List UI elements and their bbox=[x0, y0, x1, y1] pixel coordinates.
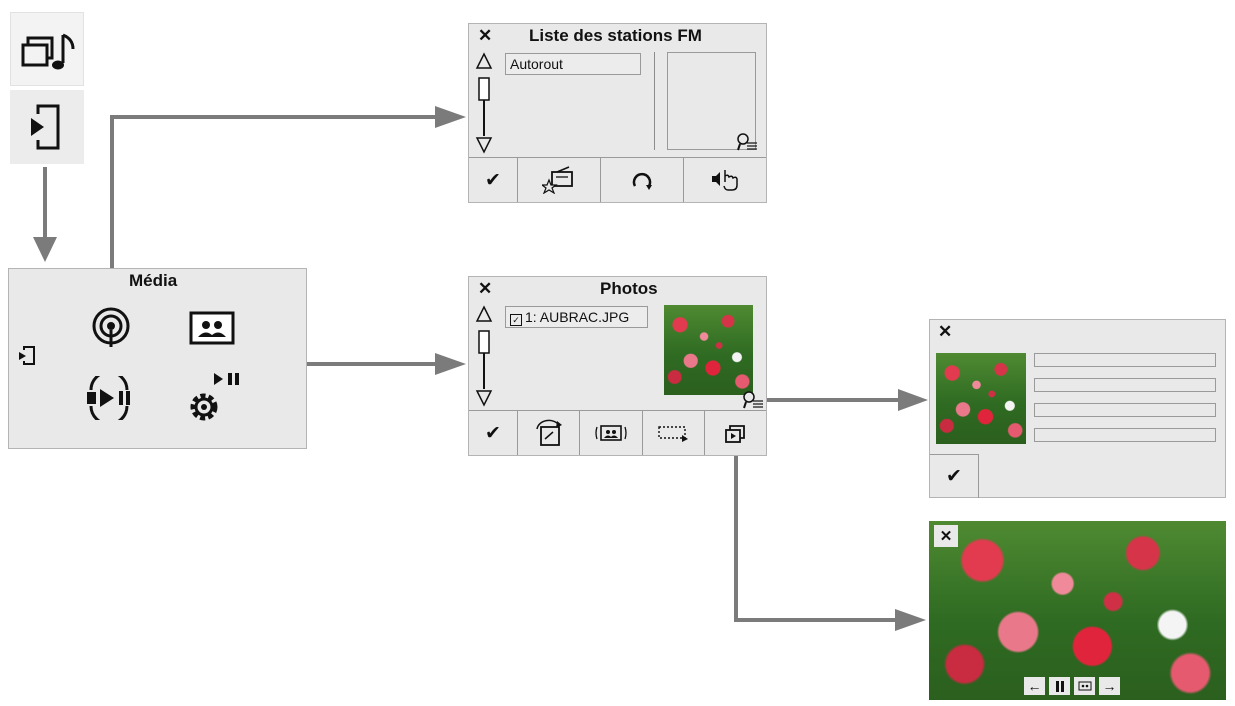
media-music-icon bbox=[21, 33, 75, 70]
radio-broadcast-icon[interactable] bbox=[89, 305, 133, 349]
pause-button[interactable] bbox=[1049, 677, 1070, 695]
previous-button[interactable]: ← bbox=[1024, 677, 1045, 695]
photo-view-button[interactable] bbox=[580, 411, 643, 455]
close-icon[interactable]: ✕ bbox=[938, 322, 953, 341]
input-source-icon[interactable] bbox=[15, 345, 37, 367]
photo-view-icon bbox=[1078, 681, 1091, 691]
close-icon[interactable]: ✕ bbox=[478, 26, 493, 45]
close-icon: ✕ bbox=[939, 528, 953, 545]
fm-station-list-panel: ✕ Liste des stations FM Autorout ✔ bbox=[468, 23, 767, 203]
station-info-box bbox=[667, 52, 759, 153]
photo-thumbnail[interactable] bbox=[664, 305, 753, 395]
photos-toolbar: ✔ bbox=[469, 410, 766, 455]
slideshow-icon bbox=[725, 425, 746, 443]
photo-file-item[interactable]: ✓1: AUBRAC.JPG bbox=[505, 306, 648, 328]
photo-details-thumbnail bbox=[936, 353, 1026, 444]
media-menu-title: Média bbox=[129, 271, 178, 290]
rotate-photo-button[interactable] bbox=[518, 411, 581, 455]
photos-panel: ✕ Photos ✓1: AUBRAC.JPG ✔ bbox=[468, 276, 767, 456]
photos-icon[interactable] bbox=[189, 311, 235, 345]
station-list-item[interactable]: Autorout bbox=[505, 53, 641, 75]
zoom-info-icon[interactable] bbox=[741, 389, 765, 411]
checkmark-icon: ✔ bbox=[485, 169, 501, 191]
photo-view-button[interactable] bbox=[1074, 677, 1095, 695]
refresh-button[interactable] bbox=[601, 158, 684, 202]
photo-file-name: 1: AUBRAC.JPG bbox=[525, 309, 630, 325]
zoom-info-icon[interactable] bbox=[735, 131, 759, 153]
confirm-button[interactable]: ✔ bbox=[930, 454, 979, 498]
rotate-photo-icon bbox=[535, 419, 562, 446]
select-area-icon bbox=[658, 426, 689, 442]
media-menu-panel: Média bbox=[8, 268, 307, 449]
pause-icon bbox=[1055, 680, 1064, 692]
list-divider bbox=[654, 52, 655, 150]
confirm-button[interactable]: ✔ bbox=[469, 411, 518, 455]
slideshow-controls: ← → bbox=[1024, 677, 1120, 695]
slideshow-view: ✕ ← → bbox=[929, 521, 1226, 700]
checkmark-icon: ✔ bbox=[485, 422, 501, 444]
detail-line bbox=[1034, 403, 1216, 417]
settings-play-pause-icon[interactable] bbox=[187, 369, 243, 425]
radio-favorite-icon bbox=[542, 166, 573, 194]
fm-toolbar: ✔ bbox=[469, 157, 766, 202]
arrow-right-icon: → bbox=[1102, 678, 1117, 694]
detail-line bbox=[1034, 353, 1216, 367]
next-button[interactable]: → bbox=[1099, 677, 1120, 695]
media-source-button[interactable] bbox=[10, 12, 84, 86]
photo-view-icon bbox=[595, 425, 627, 441]
photos-title: Photos bbox=[600, 279, 658, 298]
arrow-left-icon: ← bbox=[1027, 678, 1042, 694]
slideshow-button[interactable] bbox=[705, 411, 766, 455]
fm-list-title: Liste des stations FM bbox=[529, 26, 702, 45]
play-icon[interactable] bbox=[83, 376, 135, 420]
input-source-button[interactable] bbox=[10, 90, 84, 164]
close-icon[interactable]: ✕ bbox=[478, 279, 493, 298]
checkmark-icon: ✔ bbox=[946, 466, 962, 487]
detail-line bbox=[1034, 378, 1216, 392]
close-button[interactable]: ✕ bbox=[934, 525, 958, 547]
input-source-icon bbox=[31, 104, 60, 150]
confirm-button[interactable]: ✔ bbox=[469, 158, 518, 202]
manual-tune-button[interactable] bbox=[684, 158, 766, 202]
favorites-radio-button[interactable] bbox=[518, 158, 601, 202]
hand-sound-icon bbox=[712, 170, 738, 191]
refresh-icon bbox=[632, 172, 652, 190]
select-area-button[interactable] bbox=[643, 411, 705, 455]
detail-line bbox=[1034, 428, 1216, 442]
scrollbar[interactable] bbox=[475, 52, 493, 154]
photo-details-panel: ✕ ✔ bbox=[929, 319, 1226, 498]
scrollbar[interactable] bbox=[475, 305, 493, 407]
checkbox-icon: ✓ bbox=[510, 314, 522, 326]
